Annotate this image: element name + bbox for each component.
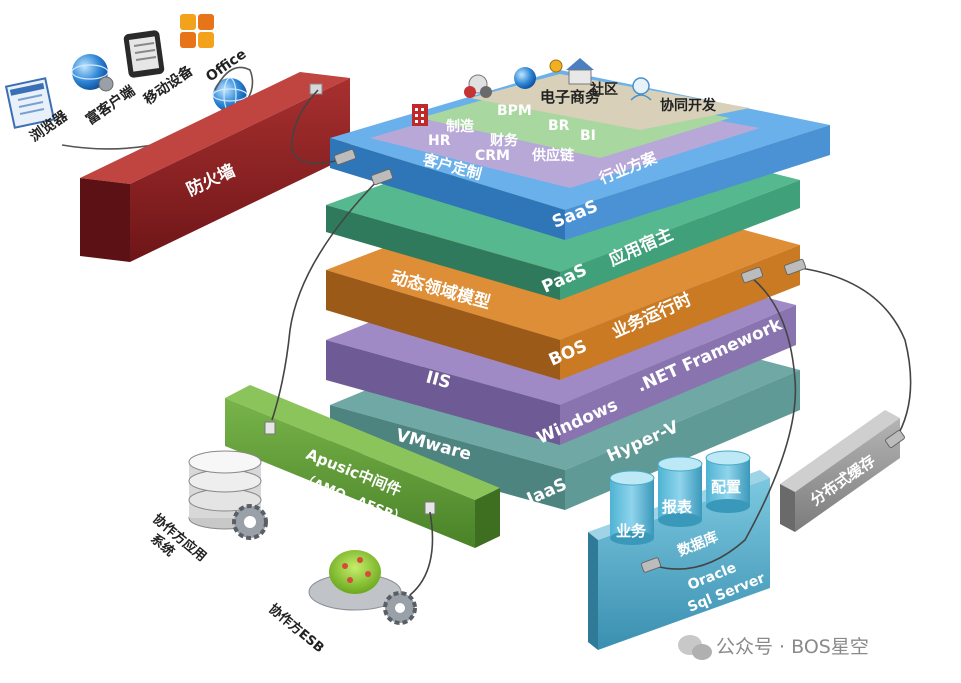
partner-esb-gear-icon [383,591,417,625]
people-icon [464,74,492,98]
watermark: 公众号 · BOS星空 [716,636,869,658]
browser-icon [4,77,56,129]
db-config-label: 配置 [711,478,741,496]
saas-bpm: BPM [497,103,532,119]
saas-ecommerce: 电子商务 [540,88,601,106]
saas-community: 社区 [589,81,618,98]
saas-crm: CRM [475,148,510,164]
saas-finance: 财务 [489,132,519,149]
cables [271,89,912,596]
network-globe-icon [514,59,563,89]
saas-br: BR [548,118,570,134]
db-cylinder-config [705,450,751,513]
saas-bi: BI [580,128,596,144]
partner-esb-label: 协作方ESB [265,601,327,656]
building-icon [412,104,428,126]
mobile-device-icon [123,30,165,78]
saas-hr: HR [428,133,451,149]
house-icon [566,58,594,85]
cable-connectors [333,148,905,573]
cache-block [780,410,900,532]
middleware-block [225,385,500,548]
db-cylinder-business [609,470,655,545]
saas-supply: 供应链 [531,147,575,164]
saas-mfg: 制造 [446,118,474,135]
partner-esb-icon [308,550,402,611]
office-icon [180,14,214,48]
saas-codev: 协同开发 [660,97,717,114]
user-icon [630,77,652,101]
firewall-block [80,72,350,262]
db-cylinder-report [657,456,703,527]
watermark-wechat-icon [678,635,712,660]
db-report-label: 报表 [662,498,693,516]
partner-app-gear-icon [232,504,268,540]
rich-client-icon [71,54,114,92]
saas-layer [330,70,830,240]
db-business-label: 业务 [616,522,647,540]
